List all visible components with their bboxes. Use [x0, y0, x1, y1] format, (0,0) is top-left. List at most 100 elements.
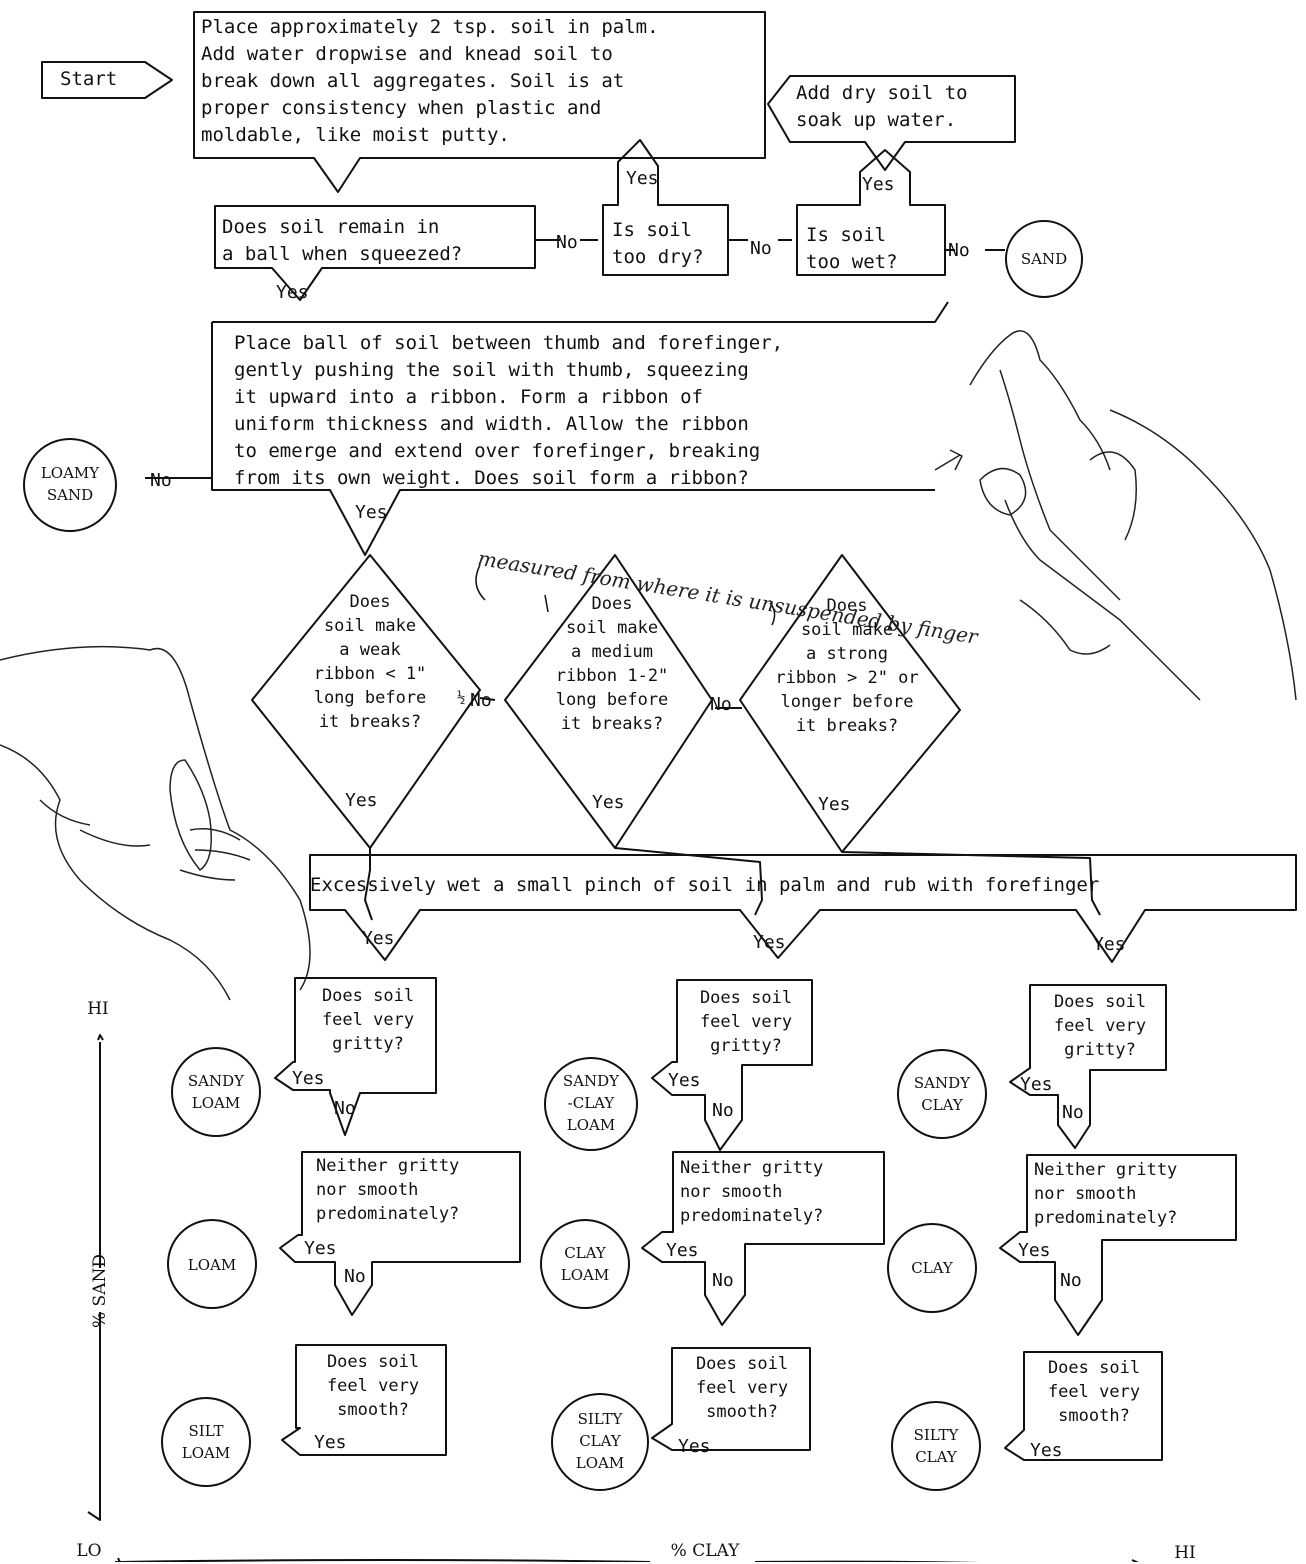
wet-yes-label: Yes: [862, 174, 895, 195]
silt-loam-label: SILT LOAM: [181, 1422, 231, 1462]
neither-no-col1: No: [344, 1266, 366, 1287]
add-dry-box: [767, 75, 1016, 171]
neither-yes-col2: Yes: [666, 1240, 699, 1261]
ribbon-yes-label: Yes: [355, 502, 388, 523]
smooth-box-col1: [281, 1344, 447, 1456]
start-node: [41, 61, 173, 99]
sandy-loam-node: [171, 1047, 261, 1137]
sand-label: SAND: [1020, 250, 1068, 268]
smooth-question-col1: Does soil feel very smooth?: [326, 1352, 420, 1420]
silty-clay-label: SILTY CLAY: [913, 1426, 959, 1466]
sandy-clay-node: [897, 1049, 987, 1139]
clay-label: CLAY: [911, 1259, 953, 1277]
smooth-question-col2: Does soil feel very smooth?: [695, 1354, 789, 1422]
hand-sketch-left: [0, 645, 311, 1001]
sandy-clay-loam-label: SANDY -CLAY LOAM: [562, 1072, 620, 1134]
axis-hi-top: HI: [87, 999, 109, 1019]
gritty-no-col3: No: [1062, 1102, 1084, 1123]
axis-hi-right: HI: [1174, 1543, 1196, 1563]
hand-sketch-right: [934, 330, 1297, 701]
smooth-yes-col2: Yes: [678, 1436, 711, 1457]
gritty-no-col1: No: [334, 1098, 356, 1119]
strong-ribbon-text: Does soil make a strong ribbon > 2" or l…: [775, 596, 919, 736]
sandy-loam-label: SANDY LOAM: [187, 1072, 245, 1112]
gritty-box-col2: [651, 979, 813, 1151]
gritty-question-col1: Does soil feel very gritty?: [321, 986, 415, 1054]
start-label: Start: [60, 68, 118, 90]
ball-question-text: Does soil remain in a ball when squeezed…: [222, 216, 463, 265]
smooth-box-col2: [651, 1347, 811, 1451]
loam-node: [167, 1219, 257, 1309]
clay-node: [887, 1223, 977, 1313]
neither-question-col2: Neither gritty nor smooth predominately?: [680, 1158, 824, 1226]
axis-sand-label: % SAND: [90, 1254, 110, 1328]
neither-box-col3: [999, 1154, 1237, 1336]
sand-axis: [87, 1034, 104, 1521]
weak-yes-label: Yes: [345, 790, 378, 811]
silty-clay-node: [891, 1401, 981, 1491]
wet-no-label: No: [948, 240, 970, 261]
step1-box: [193, 11, 766, 193]
weak-ribbon-text: Does soil make a weak ribbon < 1" long b…: [313, 592, 427, 732]
step1-text: Place approximately 2 tsp. soil in palm.…: [201, 16, 659, 146]
rub-yes-col2: Yes: [753, 932, 786, 953]
smooth-question-col3: Does soil feel very smooth?: [1047, 1358, 1141, 1426]
gritty-yes-col2: Yes: [668, 1070, 701, 1091]
clay-axis: [114, 1557, 1139, 1562]
rub-yes-col1: Yes: [362, 928, 395, 949]
rub-yes-col3: Yes: [1093, 934, 1126, 955]
axis-clay-label: % CLAY: [670, 1541, 740, 1561]
dry-no-label: No: [750, 238, 772, 259]
smooth-yes-col3: Yes: [1030, 1440, 1063, 1461]
axis-lo: LO: [76, 1541, 102, 1561]
smooth-box-col3: [1004, 1351, 1163, 1461]
ball-no-label: No: [556, 232, 578, 253]
ball-yes-label: Yes: [276, 282, 309, 303]
neither-question-col3: Neither gritty nor smooth predominately?: [1034, 1160, 1178, 1228]
wet-question-text: Is soil too wet?: [806, 224, 898, 273]
ribbon-step-box: [211, 301, 949, 556]
neither-yes-col1: Yes: [304, 1238, 337, 1259]
half-label: ½: [457, 690, 466, 706]
gritty-question-col2: Does soil feel very gritty?: [699, 988, 793, 1056]
clay-loam-node: [540, 1219, 630, 1309]
ribbon-step-text: Place ball of soil between thumb and for…: [234, 332, 784, 489]
gritty-question-col3: Does soil feel very gritty?: [1053, 992, 1147, 1060]
neither-no-col2: No: [712, 1270, 734, 1291]
neither-question-col1: Neither gritty nor smooth predominately?: [316, 1156, 460, 1224]
silt-loam-node: [161, 1397, 251, 1487]
sandy-clay-loam-node: [544, 1057, 638, 1151]
loamy-sand-label: LOAMY SAND: [40, 464, 100, 504]
medium-no-label: No: [710, 694, 732, 715]
wet-rub-text: Excessively wet a small pinch of soil in…: [310, 874, 1100, 896]
gritty-box-col1: [274, 977, 437, 1136]
medium-yes-label: Yes: [592, 792, 625, 813]
loam-label: LOAM: [187, 1256, 237, 1274]
dry-yes-label: Yes: [626, 168, 659, 189]
neither-yes-col3: Yes: [1018, 1240, 1051, 1261]
gritty-no-col2: No: [712, 1100, 734, 1121]
gritty-yes-col3: Yes: [1020, 1074, 1053, 1095]
medium-ribbon-text: Does soil make a medium ribbon 1-2" long…: [555, 594, 669, 734]
gritty-box-col3: [1009, 984, 1167, 1149]
sand-node: [1005, 220, 1083, 298]
dry-question-box: [602, 139, 729, 276]
dry-question-text: Is soil too dry?: [612, 219, 704, 268]
clay-loam-label: CLAY LOAM: [560, 1244, 610, 1284]
wet-rub-box: [309, 854, 1297, 963]
weak-no-label: No: [470, 690, 492, 711]
neither-box-col1: [279, 1151, 521, 1316]
neither-no-col3: No: [1060, 1270, 1082, 1291]
strong-yes-label: Yes: [818, 794, 851, 815]
silty-clay-loam-node: [551, 1393, 649, 1491]
ribbon-no-label: No: [150, 470, 172, 491]
ball-question-box: [214, 205, 536, 301]
sandy-clay-label: SANDY CLAY: [913, 1074, 971, 1114]
silty-clay-loam-label: SILTY CLAY LOAM: [575, 1410, 625, 1472]
loamy-sand-node: [23, 438, 117, 532]
smooth-yes-col1: Yes: [314, 1432, 347, 1453]
add-dry-text: Add dry soil to soak up water.: [796, 82, 968, 131]
gritty-yes-col1: Yes: [292, 1068, 325, 1089]
wet-question-box: [796, 149, 946, 276]
